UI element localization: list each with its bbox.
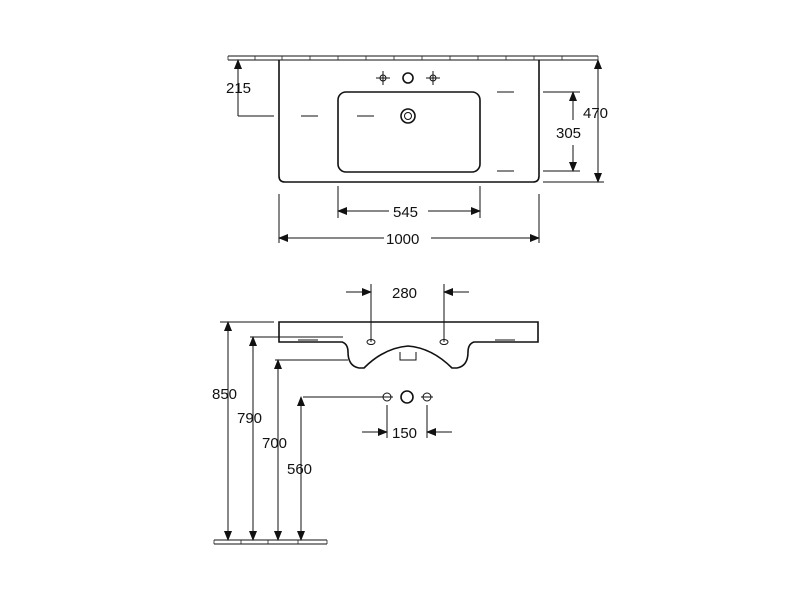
dim-700: 700	[262, 359, 348, 541]
side-view: 280	[212, 284, 539, 545]
dim-label-150: 150	[392, 425, 417, 442]
center-marks-top	[301, 91, 514, 172]
dim-850: 850	[212, 321, 274, 541]
tap-front-left-icon	[381, 392, 393, 402]
side-hole-markers	[366, 327, 449, 345]
floor-line	[213, 539, 328, 545]
dim-470: 470	[543, 59, 608, 183]
dim-label-280: 280	[392, 285, 417, 302]
bowl-outline-top	[337, 91, 481, 173]
dim-label-560: 560	[287, 461, 312, 478]
dim-label-545: 545	[393, 204, 418, 221]
tap-hole-left-icon	[376, 71, 390, 85]
dim-label-790: 790	[237, 410, 262, 427]
dim-label-470: 470	[583, 105, 608, 122]
dim-1000: 1000	[278, 194, 540, 248]
washbasin-outline-top	[278, 60, 540, 183]
dim-790: 790	[237, 336, 343, 541]
tap-front-right-icon	[421, 392, 433, 402]
tap-hole-right-icon	[426, 71, 440, 85]
dim-label-700: 700	[262, 435, 287, 452]
drain-side	[399, 352, 417, 361]
dim-label-305: 305	[556, 125, 581, 142]
wall-line-top	[227, 55, 599, 61]
dim-150: 150	[362, 405, 452, 442]
dim-label-1000: 1000	[386, 231, 419, 248]
dim-305: 305	[543, 91, 581, 172]
top-view: 215 470 305 545	[226, 55, 608, 248]
dim-560: 560	[287, 396, 312, 541]
dim-label-850: 850	[212, 386, 237, 403]
drain-icon	[400, 108, 416, 124]
dim-280: 280	[346, 284, 469, 342]
tap-hole-center-icon	[402, 72, 414, 84]
dim-label-215: 215	[226, 80, 251, 97]
tap-holes-front	[303, 390, 433, 404]
dim-545: 545	[337, 186, 481, 221]
washbasin-profile-side	[278, 321, 539, 369]
tap-front-center-icon	[400, 390, 414, 404]
tap-holes-top	[376, 71, 440, 85]
dim-215: 215	[226, 59, 274, 117]
